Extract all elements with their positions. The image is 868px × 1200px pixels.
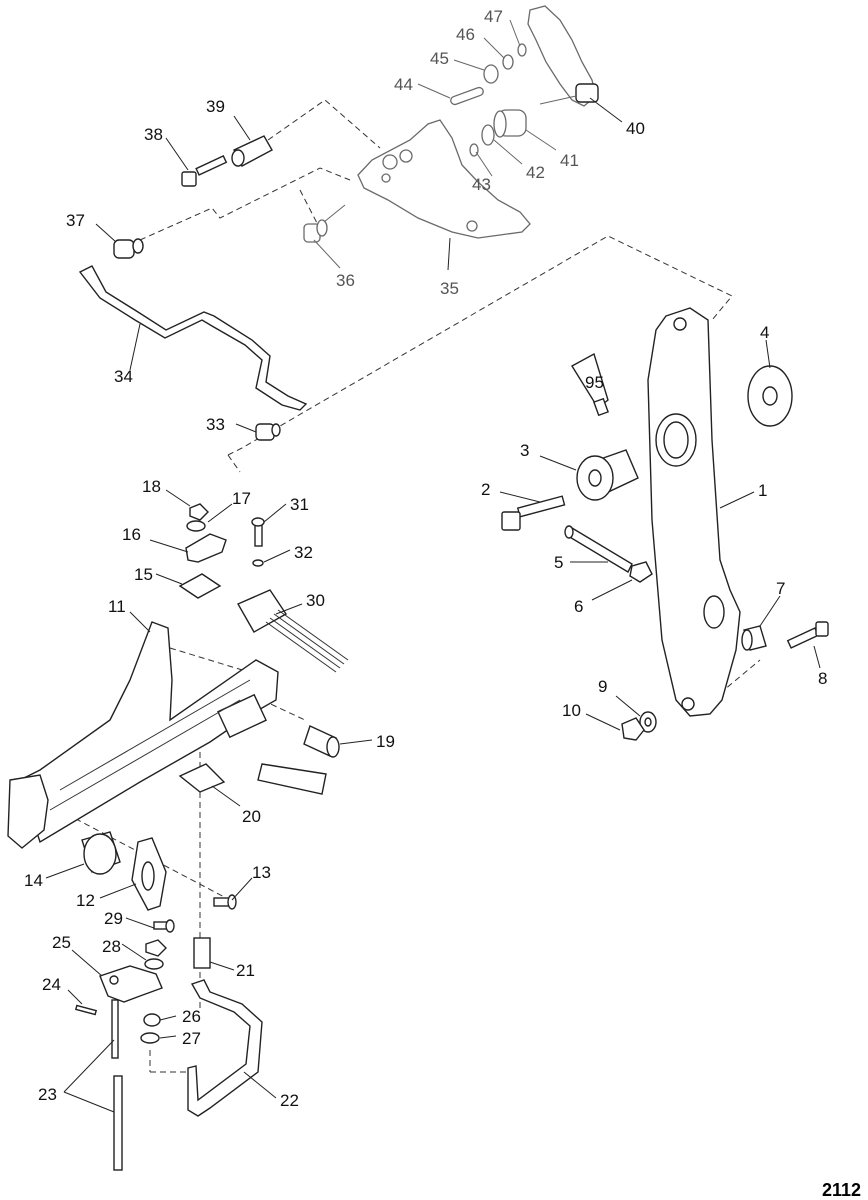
part-grease-tube-95: 95 xyxy=(571,352,609,417)
part-32-washer xyxy=(252,559,264,567)
part-4-washer xyxy=(747,365,793,427)
part-14-sleeve xyxy=(81,831,121,875)
callout-23: 23 xyxy=(38,1085,57,1104)
part-34-rod xyxy=(78,265,308,411)
part-22-link-arm xyxy=(187,979,263,1117)
callout-32: 32 xyxy=(294,543,313,562)
part-7-spacer xyxy=(741,625,767,651)
tube-label-95: 95 xyxy=(585,373,604,392)
part-36-stud xyxy=(303,204,346,243)
callout-27: 27 xyxy=(182,1029,201,1048)
part-15-plate xyxy=(178,573,222,599)
part-16-clamp xyxy=(185,533,227,563)
part-10-nut xyxy=(621,717,645,741)
part-5-screw xyxy=(564,525,633,573)
callout-37: 37 xyxy=(66,211,85,230)
part-25-lever xyxy=(99,965,163,1003)
part-33-fitting xyxy=(255,423,281,441)
callout-leaders xyxy=(45,19,821,1113)
part-39-bushing xyxy=(231,135,273,167)
callout-39: 39 xyxy=(206,97,225,116)
part-19-pin xyxy=(303,725,340,758)
callout-16: 16 xyxy=(122,525,141,544)
part-21-spring xyxy=(193,937,211,969)
callout-11: 11 xyxy=(108,597,126,616)
callout-9: 9 xyxy=(598,677,607,696)
callout-13: 13 xyxy=(252,863,271,882)
part-27-washer xyxy=(140,1032,160,1044)
callout-33: 33 xyxy=(206,415,225,434)
callout-21: 21 xyxy=(236,961,255,980)
callout-47: 47 xyxy=(484,7,503,26)
callout-30: 30 xyxy=(306,591,325,610)
callout-45: 45 xyxy=(430,49,449,68)
callout-18: 18 xyxy=(142,477,161,496)
part-grease-tube-lower xyxy=(257,763,327,795)
part-28-nut xyxy=(144,939,167,970)
part-18-nut xyxy=(189,503,209,521)
part-2-bolt xyxy=(501,495,566,531)
part-13-screw xyxy=(213,894,237,910)
callout-46: 46 xyxy=(456,25,475,44)
callout-14: 14 xyxy=(24,871,43,890)
part-37-fitting xyxy=(113,238,144,259)
callout-34: 34 xyxy=(114,367,133,386)
callout-40: 40 xyxy=(626,119,645,138)
part-35-bracket-plate xyxy=(357,119,531,239)
callout-26: 26 xyxy=(182,1007,201,1026)
part-9-washer xyxy=(639,711,657,733)
callout-6: 6 xyxy=(574,597,583,616)
callout-5: 5 xyxy=(554,553,563,572)
part-24-pin xyxy=(74,1004,98,1016)
callout-8: 8 xyxy=(818,669,827,688)
part-17-washer xyxy=(186,520,206,532)
part-12-gasket xyxy=(131,837,167,911)
part-38-bolt xyxy=(181,155,228,187)
parts-41-47-hardware xyxy=(450,43,527,157)
callout-22: 22 xyxy=(280,1091,299,1110)
callout-25: 25 xyxy=(52,933,71,952)
callout-28: 28 xyxy=(102,937,121,956)
callout-43: 43 xyxy=(472,175,491,194)
part-8-bolt xyxy=(786,621,829,649)
callout-1: 1 xyxy=(758,481,767,500)
callout-20: 20 xyxy=(242,807,261,826)
part-6-nut xyxy=(629,561,653,583)
callout-15: 15 xyxy=(134,565,153,584)
callout-42: 42 xyxy=(526,163,545,182)
part-3-bushing xyxy=(576,449,639,501)
callout-24: 24 xyxy=(42,975,61,994)
part-29-screw xyxy=(153,919,175,933)
callout-3: 3 xyxy=(520,441,529,460)
part-26-bushing xyxy=(143,1013,161,1027)
callout-4: 4 xyxy=(760,323,769,342)
callout-41: 41 xyxy=(560,151,579,170)
callout-12: 12 xyxy=(76,891,95,910)
part-40-linkage-arm xyxy=(527,5,599,107)
callout-19: 19 xyxy=(376,732,395,751)
part-30-switch xyxy=(237,589,349,673)
callout-36: 36 xyxy=(336,271,355,290)
callout-29: 29 xyxy=(104,909,123,928)
figure-code: 2112 xyxy=(822,1180,861,1200)
part-31-screw xyxy=(251,517,265,547)
callout-35: 35 xyxy=(440,279,459,298)
callout-numbers: 1 2 3 4 5 6 7 8 9 10 11 12 13 14 15 16 1… xyxy=(24,7,827,1110)
callout-17: 17 xyxy=(232,489,251,508)
callout-7: 7 xyxy=(776,579,785,598)
callout-10: 10 xyxy=(562,701,581,720)
part-11-housing xyxy=(7,621,279,849)
part-20-block xyxy=(178,763,226,793)
part-23-rod xyxy=(111,999,123,1171)
part-1-lever xyxy=(647,307,741,717)
callout-44: 44 xyxy=(394,75,413,94)
callout-2: 2 xyxy=(481,480,490,499)
callout-31: 31 xyxy=(290,495,309,514)
callout-38: 38 xyxy=(144,125,163,144)
